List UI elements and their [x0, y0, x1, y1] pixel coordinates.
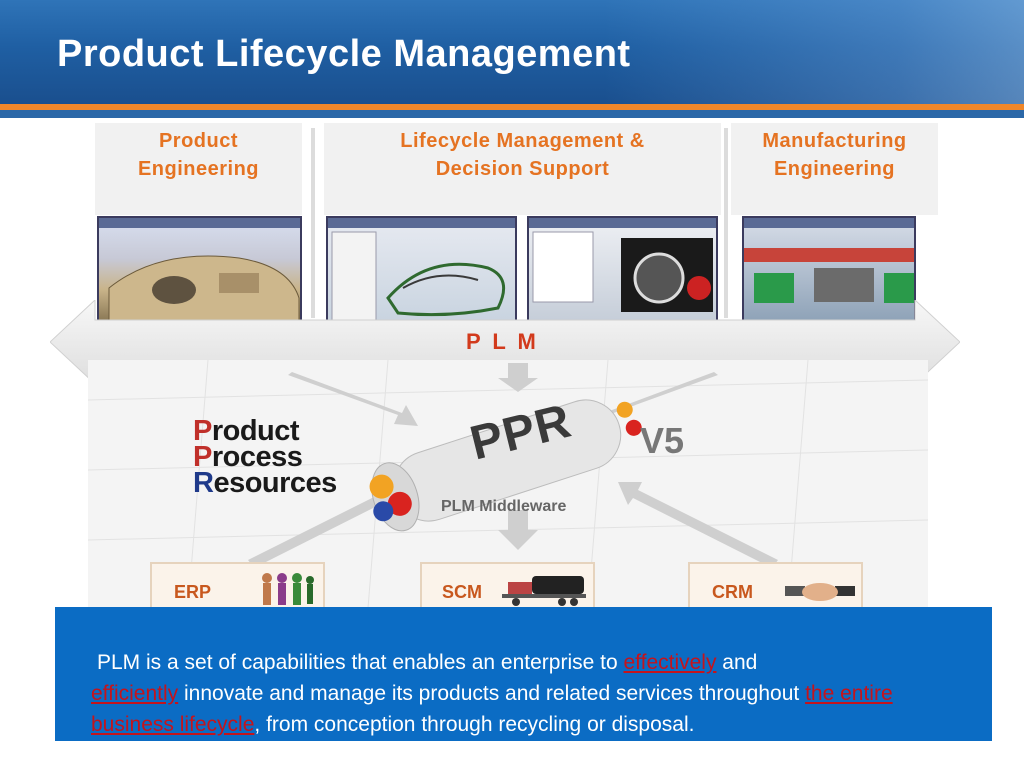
- erp-label: ERP: [174, 582, 212, 602]
- cad-tree-screenshot: [326, 216, 517, 322]
- truck-icon: [502, 576, 586, 606]
- ppr-word-process: Process: [193, 441, 303, 473]
- car-interior-screenshot: [97, 216, 302, 322]
- plm-middleware-label: PLM Middleware: [441, 498, 567, 515]
- people-icon: [262, 573, 314, 605]
- ppr-word-product: Product: [193, 415, 300, 447]
- header-blue-stripe: [0, 110, 1024, 118]
- column-separator: [724, 128, 728, 318]
- column-title-line2: Engineering: [773, 158, 896, 180]
- definition-part1: PLM is a set of capabilities that enable…: [97, 651, 624, 674]
- crm-box: CRM: [688, 562, 863, 612]
- header-orange-stripe: [0, 104, 1024, 110]
- column-title-line2: Decision Support: [435, 158, 610, 180]
- erp-box: ERP: [150, 562, 325, 612]
- ppr-words: Product Process Resources: [193, 415, 337, 499]
- assembly-line-image: [744, 248, 914, 303]
- highlight-efficiently: efficiently: [91, 682, 179, 705]
- ppr-word-resources: Resources: [193, 467, 337, 499]
- highlight-effectively: effectively: [623, 651, 717, 674]
- dashboard-image: [108, 255, 300, 320]
- column-title-line1: Manufacturing: [762, 130, 907, 152]
- definition-panel: PLM is a set of capabilities that enable…: [55, 607, 992, 741]
- column-header-manufacturing-engineering: Manufacturing Engineering: [731, 123, 938, 215]
- definition-part3: innovate and manage its products and rel…: [178, 682, 806, 705]
- column-title-line2: Engineering: [137, 158, 260, 180]
- car-frame-image: [331, 231, 506, 320]
- column-header-lifecycle-management: Lifecycle Management & Decision Support: [324, 123, 721, 215]
- column-separator: [311, 128, 315, 318]
- suspension-image: [532, 231, 713, 312]
- v5-label: V5: [640, 420, 685, 461]
- slide-header: Product Lifecycle Management: [0, 0, 1024, 104]
- definition-part4: , from conception through recycling or d…: [254, 713, 695, 736]
- highlight-business-lifecycle: the entire business lifecycle: [91, 682, 893, 736]
- definition-part2: and: [716, 651, 758, 674]
- scm-box: SCM: [420, 562, 595, 612]
- column-title-line1: Product: [158, 130, 239, 152]
- factory-screenshot: [742, 216, 916, 322]
- column-header-product-engineering: Product Engineering: [95, 123, 302, 215]
- plm-label: P L M: [466, 329, 539, 354]
- definition-text: PLM is a set of capabilities that enable…: [91, 647, 971, 740]
- slide-title: Product Lifecycle Management: [57, 33, 631, 75]
- scm-label: SCM: [442, 582, 482, 602]
- column-title-line1: Lifecycle Management &: [400, 130, 645, 152]
- analysis-screenshot: [527, 216, 718, 322]
- header-shine: [604, 0, 1024, 104]
- crm-label: CRM: [712, 582, 753, 602]
- handshake-icon: [785, 583, 855, 601]
